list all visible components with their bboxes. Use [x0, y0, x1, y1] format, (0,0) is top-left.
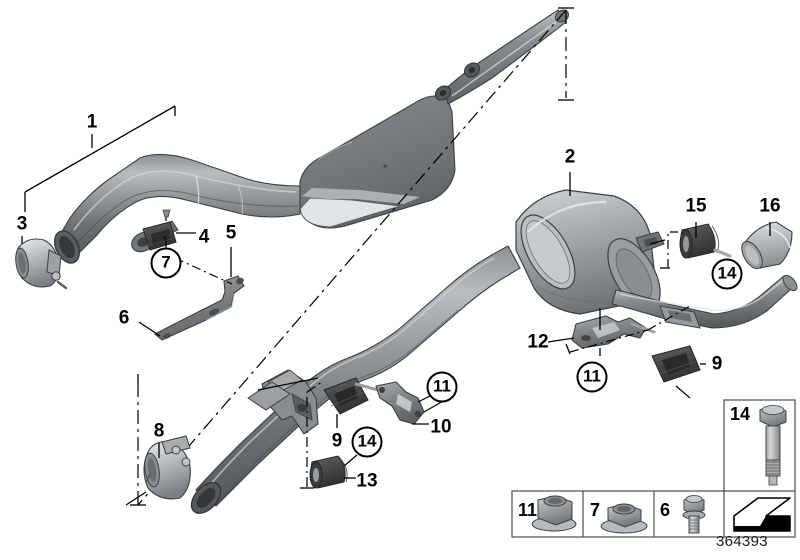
direction-arrow-icon — [733, 497, 791, 532]
diagram-number: 364393 — [716, 533, 768, 550]
rubber-bushing-rear — [679, 223, 732, 259]
center-pipe-to-muffler — [444, 240, 522, 310]
exhaust-hanger-bracket — [375, 381, 425, 425]
rubber-mount-center — [323, 377, 380, 415]
callout-front-exhaust-pipe-with-catalytic-converter-assembly: 1 — [86, 111, 98, 133]
callout-pipe-clamp-center: 8 — [153, 420, 165, 442]
callout-rubber-bushing: 13 — [356, 470, 378, 492]
callout-pipe-clamp: 3 — [16, 213, 28, 235]
holder-bracket-rear — [571, 315, 656, 349]
assembly-frame-dashdot — [137, 9, 567, 506]
group1-bracket-line — [24, 105, 176, 200]
callout-holder-bracket-rear: 12 — [527, 331, 549, 353]
tailpipe-trim — [741, 221, 793, 270]
callout-exhaust-hanger-bracket: 10 — [430, 416, 452, 438]
callout-rubber-mount-rear: 9 — [711, 353, 723, 375]
callout-rubber-bushing-rear: 15 — [685, 195, 707, 217]
callout-flange-nut-large: 11 — [426, 371, 458, 403]
rubber-mount-rear — [651, 345, 701, 383]
callout-hex-bolt: 6 — [118, 307, 130, 329]
callout-flange-nut-rear: 11 — [576, 361, 608, 393]
pipe-clamp-front — [15, 238, 68, 290]
callout-hex-bolt-rear: 14 — [711, 258, 743, 290]
flange-nut-large-icon — [531, 495, 577, 532]
tailpipe — [611, 274, 798, 329]
callout-rubber-mount-center: 9 — [331, 430, 343, 452]
callout-holder-bracket-front: 5 — [225, 222, 237, 244]
legend-label-11: 11 — [518, 500, 538, 520]
holder-bracket-front — [154, 275, 245, 341]
callout-tailpipe-trim: 16 — [759, 195, 781, 217]
callout-hex-bolt-long: 14 — [351, 426, 383, 458]
legend-box — [511, 399, 796, 538]
legend-label-14: 14 — [730, 404, 751, 424]
pipe-clamp-center — [143, 435, 191, 500]
callout-rear-silencer-muffler-assembly: 2 — [564, 146, 576, 168]
legend-label-6: 6 — [660, 500, 671, 520]
legend-label-7: 7 — [590, 500, 601, 520]
rubber-bushing-center — [309, 455, 348, 489]
front-exhaust-pipe-assembly — [54, 9, 570, 264]
callout-rubber-mount-front: 4 — [198, 226, 210, 248]
flange-nut-icon — [600, 503, 648, 534]
rubber-mount-front — [142, 209, 196, 251]
hex-bolt-icon — [682, 495, 706, 534]
callout-flange-nut: 7 — [150, 247, 182, 279]
rear-silencer-assembly — [515, 189, 665, 315]
hex-bolt-long-icon — [759, 405, 787, 486]
